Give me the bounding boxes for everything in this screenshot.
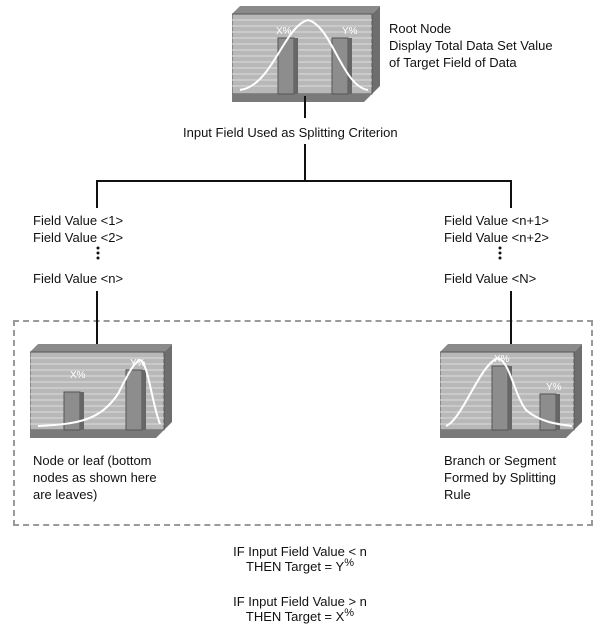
left-leaf-label-line-3: are leaves) — [33, 486, 157, 503]
split-connector — [304, 144, 306, 181]
rule-1: IF Input Field Value < n THEN Target = Y… — [205, 544, 395, 576]
root-node-box: X% Y% — [232, 6, 380, 104]
right-ellipsis-dots — [498, 246, 504, 260]
rule-2: IF Input Field Value > n THEN Target = X… — [205, 594, 395, 626]
rule-2-then-sup: % — [344, 607, 354, 619]
rule-2-then: THEN Target = X% — [205, 609, 395, 626]
right-leaf-bar-label-y: Y% — [546, 382, 562, 393]
right-leaf-label-line-2: Formed by Splitting — [444, 469, 556, 486]
root-connector — [304, 96, 306, 118]
left-leaf-bar-label-x: X% — [70, 370, 86, 381]
left-leaf-label-line-1: Node or leaf (bottom — [33, 452, 157, 469]
root-bar-label-x: X% — [276, 26, 292, 37]
root-label-line-2: Display Total Data Set Value — [389, 37, 553, 54]
left-ellipsis-dots — [96, 246, 102, 260]
left-field-value-2: Field Value <2> — [33, 229, 123, 246]
left-leaf-bar-label-y: Y% — [130, 358, 146, 369]
right-leaf-label-line-1: Branch or Segment — [444, 452, 556, 469]
right-field-value-n: Field Value <N> — [444, 270, 536, 287]
root-label: Root Node Display Total Data Set Value o… — [389, 20, 553, 71]
rule-2-then-text: THEN Target = X — [246, 609, 344, 624]
rule-1-then-sup: % — [344, 557, 354, 569]
left-leaf-connector — [96, 291, 98, 349]
right-field-value-2: Field Value <n+2> — [444, 229, 549, 246]
right-field-value-1: Field Value <n+1> — [444, 212, 549, 229]
right-leaf-connector — [510, 291, 512, 349]
root-label-line-1: Root Node — [389, 20, 553, 37]
right-leaf-label: Branch or Segment Formed by Splitting Ru… — [444, 452, 556, 503]
left-field-values: Field Value <1> Field Value <2> — [33, 212, 123, 246]
right-field-values: Field Value <n+1> Field Value <n+2> — [444, 212, 549, 246]
left-field-value-1: Field Value <1> — [33, 212, 123, 229]
left-branch-drop — [96, 180, 98, 208]
left-leaf-label: Node or leaf (bottom nodes as shown here… — [33, 452, 157, 503]
right-branch-drop — [510, 180, 512, 208]
root-label-line-3: of Target Field of Data — [389, 54, 553, 71]
left-leaf-label-line-2: nodes as shown here — [33, 469, 157, 486]
rule-1-then: THEN Target = Y% — [205, 559, 395, 576]
right-leaf-bar-label-x: X% — [494, 354, 510, 365]
rule-2-if: IF Input Field Value > n — [205, 594, 395, 609]
branch-horizontal — [96, 180, 512, 182]
right-leaf-label-line-3: Rule — [444, 486, 556, 503]
left-field-value-n: Field Value <n> — [33, 270, 123, 287]
rule-1-if: IF Input Field Value < n — [205, 544, 395, 559]
right-leaf-box: X% Y% — [440, 344, 582, 438]
root-bar-label-y: Y% — [342, 26, 358, 37]
left-leaf-box: X% Y% — [30, 344, 172, 438]
splitting-label: Input Field Used as Splitting Criterion — [183, 124, 398, 141]
rule-1-then-text: THEN Target = Y — [246, 559, 344, 574]
